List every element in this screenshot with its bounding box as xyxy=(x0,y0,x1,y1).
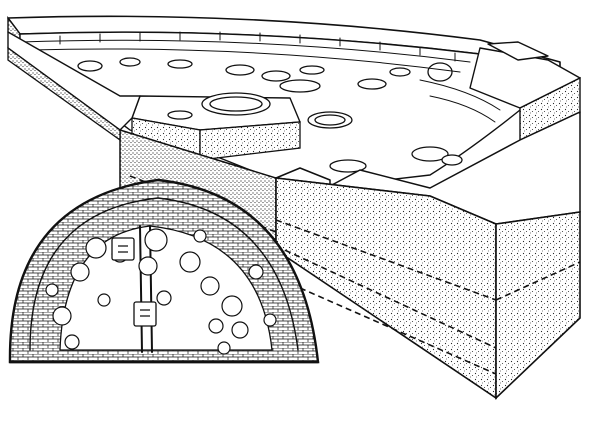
kiva xyxy=(85,237,107,259)
kiva xyxy=(231,321,249,339)
kiva xyxy=(427,62,453,82)
kiva xyxy=(209,96,263,112)
kiva xyxy=(179,251,201,273)
kiva xyxy=(70,262,90,282)
east-wing-tower xyxy=(487,41,549,61)
kiva xyxy=(156,290,172,306)
roomblock-center-side xyxy=(199,121,301,161)
kiva xyxy=(299,65,325,75)
plan-room xyxy=(133,301,157,327)
kiva xyxy=(200,276,220,296)
plan-kivas xyxy=(45,228,277,355)
plan-inset xyxy=(8,178,320,364)
kiva xyxy=(314,114,346,126)
kiva xyxy=(261,70,291,82)
west-block-face xyxy=(7,46,121,142)
kiva xyxy=(45,283,59,297)
kivas xyxy=(77,57,463,173)
kiva xyxy=(411,146,449,162)
kiva xyxy=(167,110,193,120)
kiva xyxy=(279,79,321,93)
cutaway-view xyxy=(7,15,581,400)
kiva xyxy=(217,341,231,355)
kiva xyxy=(52,306,72,326)
kiva xyxy=(119,57,141,67)
kiva xyxy=(138,256,158,276)
kiva xyxy=(389,67,411,77)
cut-section-face-front xyxy=(275,177,497,400)
kiva xyxy=(208,318,224,334)
kiva xyxy=(167,59,193,69)
plan-room xyxy=(111,237,135,261)
kiva xyxy=(144,228,168,252)
plan-inner-wall xyxy=(29,197,299,351)
kiva xyxy=(193,229,207,243)
plan-room-detail xyxy=(118,245,150,317)
plan-features xyxy=(111,237,157,327)
kiva xyxy=(97,293,111,307)
kiva xyxy=(221,295,243,317)
kiva xyxy=(77,60,103,72)
kiva xyxy=(64,334,80,350)
kiva xyxy=(248,264,264,280)
kiva xyxy=(441,154,463,166)
kiva xyxy=(357,78,387,90)
kiva xyxy=(201,92,271,116)
room-rows xyxy=(19,31,501,123)
cut-section-face-right xyxy=(495,211,581,400)
kiva xyxy=(263,313,277,327)
kiva xyxy=(329,159,367,173)
kiva xyxy=(225,64,255,76)
